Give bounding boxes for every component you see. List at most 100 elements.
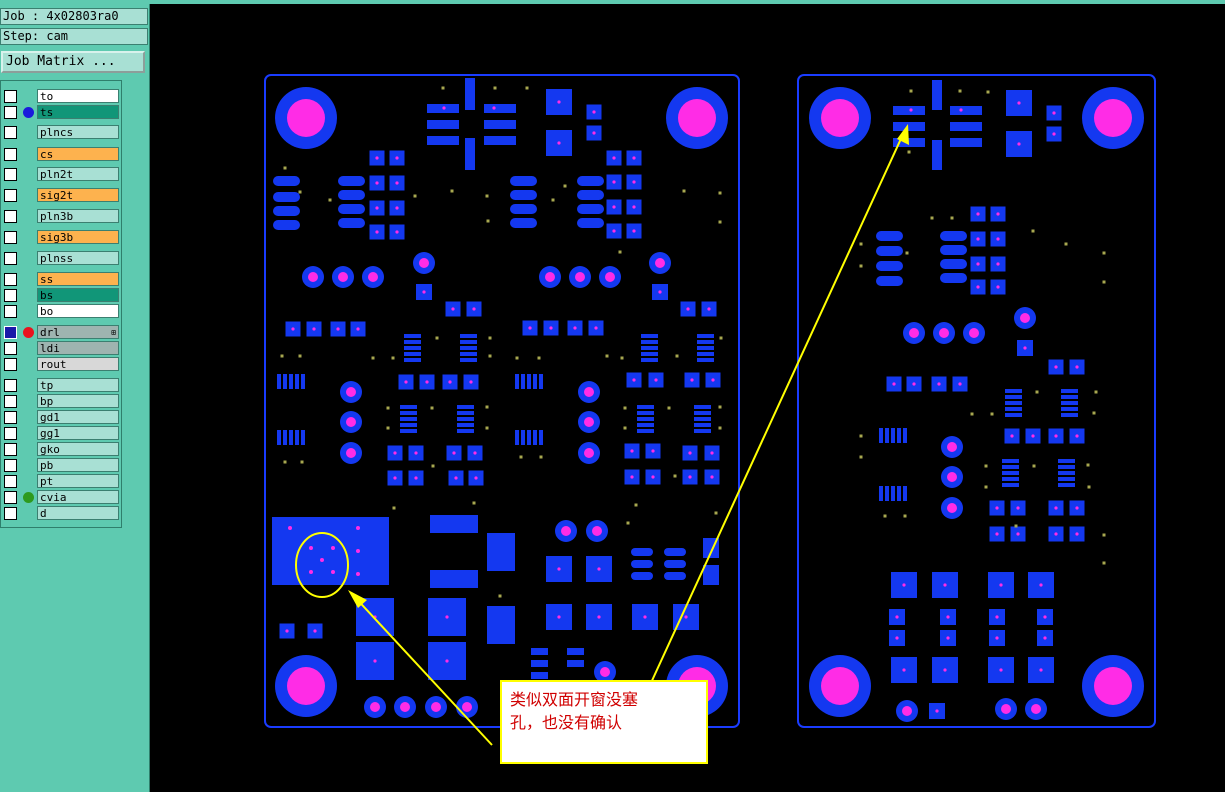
pad-center [393,451,397,455]
layer-row-plncs[interactable]: plncs [3,125,119,140]
checkbox-icon[interactable] [4,507,17,520]
layer-name[interactable]: d [37,506,119,520]
layer-row-ldi[interactable]: ldi [3,341,119,356]
layer-row-plnss[interactable]: plnss [3,251,119,266]
smd-pad [1061,407,1078,411]
checkbox-icon[interactable] [4,326,17,339]
checkbox-icon[interactable] [4,427,17,440]
checkbox-icon[interactable] [4,252,17,265]
layer-row-drl[interactable]: drl⊞ [3,325,119,340]
checkbox-icon[interactable] [4,148,17,161]
layer-row-to[interactable]: to [3,89,119,104]
layer-row-sig2t[interactable]: sig2t [3,188,119,203]
layer-row-bp[interactable]: bp [3,394,119,409]
layer-row-pln2t[interactable]: pln2t [3,167,119,182]
test-point [1031,229,1035,233]
pad-center [291,327,295,331]
layer-name[interactable]: to [37,89,119,103]
layer-row-bs[interactable]: bs [3,288,119,303]
checkbox-icon[interactable] [4,342,17,355]
test-point [626,521,630,525]
layer-name[interactable]: ss [37,272,119,286]
layer-name[interactable]: bo [37,304,119,318]
pad-center [686,307,690,311]
checkbox-icon[interactable] [4,379,17,392]
checkbox-icon[interactable] [4,126,17,139]
checkbox-icon[interactable] [4,395,17,408]
checkbox-icon[interactable] [4,189,17,202]
checkbox-icon[interactable] [4,168,17,181]
test-point [859,264,863,268]
pad-center [375,181,379,185]
layer-name[interactable]: bp [37,394,119,408]
smd-pad [885,486,889,501]
layer-name[interactable]: tp [37,378,119,392]
pad-center [654,378,658,382]
layer-name[interactable]: bs [37,288,119,302]
mounting-hole [1094,667,1132,705]
layer-name[interactable]: rout [37,357,119,371]
checkbox-icon[interactable] [4,305,17,318]
pad-center [1054,532,1058,536]
annotation-line-1: 类似双面开窗没塞 [510,690,639,709]
checkbox-icon[interactable] [4,491,17,504]
oval-pad [577,204,604,214]
layer-name[interactable]: cs [37,147,119,161]
layer-row-cvia[interactable]: cvia [3,490,119,505]
layer-row-gg1[interactable]: gg1 [3,426,119,441]
layer-name[interactable]: plnss [37,251,119,265]
test-point [719,336,723,340]
layer-name[interactable]: pt [37,474,119,488]
test-point [930,216,934,220]
layer-name[interactable]: pln2t [37,167,119,181]
layer-name[interactable]: pb [37,458,119,472]
layer-row-rout[interactable]: rout [3,357,119,372]
oval-pad [631,572,653,580]
checkbox-icon[interactable] [4,443,17,456]
layer-name[interactable]: gd1 [37,410,119,424]
checkbox-icon[interactable] [4,210,17,223]
layer-name[interactable]: pln3b [37,209,119,223]
layer-name[interactable]: gg1 [37,426,119,440]
via-hole [584,387,594,397]
layer-row-pt[interactable]: pt [3,474,119,489]
layer-row-pln3b[interactable]: pln3b [3,209,119,224]
layer-row-d[interactable]: d [3,506,119,521]
oval-pad [876,276,903,286]
layer-row-bo[interactable]: bo [3,304,119,319]
layer-row-pb[interactable]: pb [3,458,119,473]
layer-name[interactable]: drl⊞ [37,325,119,339]
pcb-view[interactable] [150,4,1225,792]
checkbox-icon[interactable] [4,475,17,488]
checkbox-icon[interactable] [4,90,17,103]
layer-row-sig3b[interactable]: sig3b [3,230,119,245]
pcb-canvas[interactable] [150,4,1225,792]
layer-name[interactable]: ts [37,105,119,119]
checkbox-icon[interactable] [4,273,17,286]
via-hole [600,667,610,677]
layer-name[interactable]: sig2t [37,188,119,202]
expand-plus-icon[interactable]: ⊞ [111,328,116,337]
layer-row-gd1[interactable]: gd1 [3,410,119,425]
layer-row-tp[interactable]: tp [3,378,119,393]
checkbox-icon[interactable] [4,411,17,424]
layer-row-ss[interactable]: ss [3,272,119,287]
job-matrix-button[interactable]: Job Matrix ... [1,51,145,73]
oval-pad [510,190,537,200]
layer-name[interactable]: sig3b [37,230,119,244]
layer-row-gko[interactable]: gko [3,442,119,457]
layer-name[interactable]: cvia [37,490,119,504]
checkbox-icon[interactable] [4,459,17,472]
checkbox-icon[interactable] [4,289,17,302]
checkbox-icon[interactable] [4,231,17,244]
pad-center [452,451,456,455]
layer-row-ts[interactable]: ts [3,105,119,120]
layer-row-cs[interactable]: cs [3,147,119,162]
checkbox-icon[interactable] [4,106,17,119]
pad-center [946,636,950,640]
layer-name[interactable]: gko [37,442,119,456]
smd-pad [1005,389,1022,393]
layer-name[interactable]: plncs [37,125,119,139]
checkbox-icon[interactable] [4,358,17,371]
layer-name[interactable]: ldi [37,341,119,355]
